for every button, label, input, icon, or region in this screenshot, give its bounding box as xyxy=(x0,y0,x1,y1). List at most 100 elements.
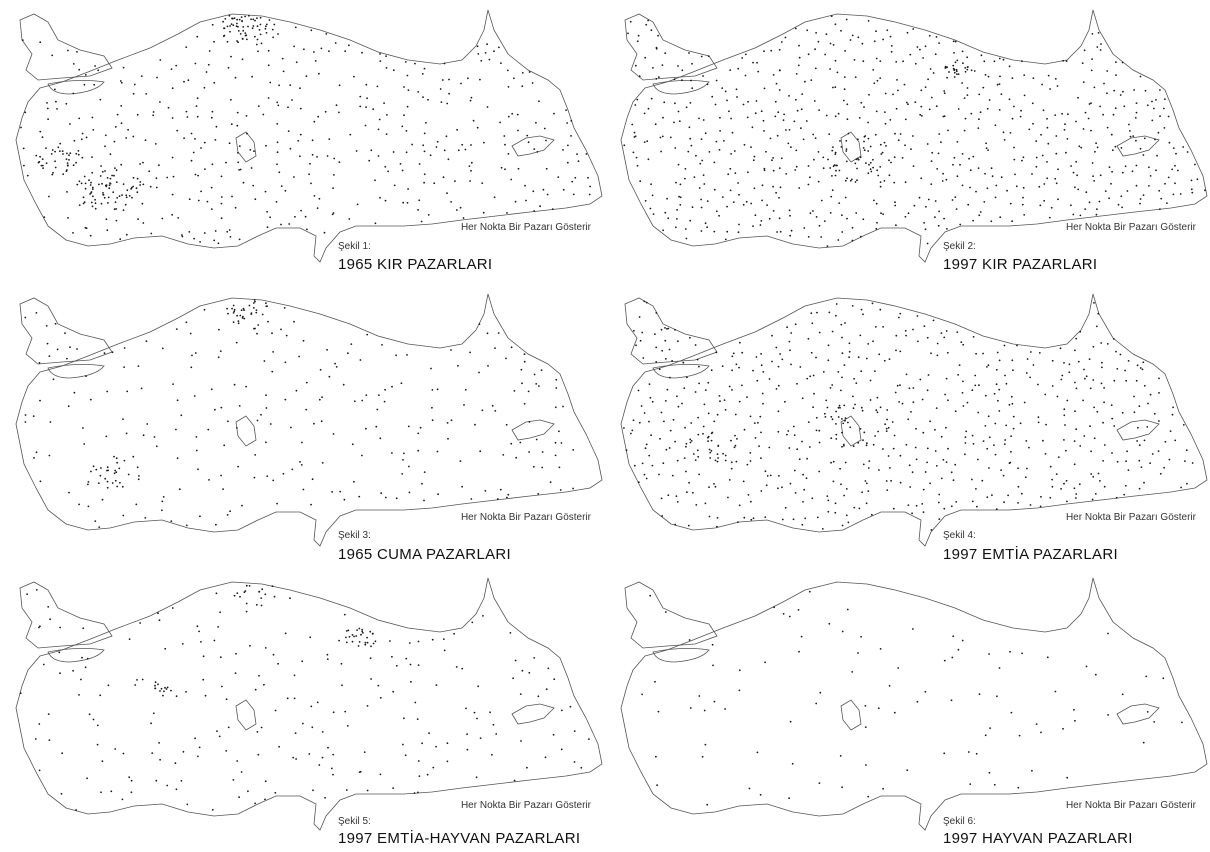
market-dot xyxy=(348,218,351,220)
market-dot xyxy=(413,792,416,794)
market-dot xyxy=(278,171,281,174)
market-dot xyxy=(983,201,986,203)
market-dot xyxy=(1171,168,1174,171)
market-dot xyxy=(957,648,960,651)
market-dot xyxy=(142,222,145,224)
market-dot xyxy=(261,313,264,316)
market-dot xyxy=(376,85,379,88)
market-dot xyxy=(874,326,877,328)
market-dot xyxy=(1140,466,1143,468)
market-dot xyxy=(366,705,369,707)
market-dot xyxy=(849,179,852,182)
market-dot xyxy=(229,510,232,513)
market-dot xyxy=(912,401,915,404)
market-dot xyxy=(318,398,321,401)
market-dot xyxy=(67,405,70,408)
market-dot xyxy=(1142,194,1145,197)
market-dot xyxy=(787,142,790,145)
market-dot xyxy=(770,49,773,52)
market-dot xyxy=(841,418,843,420)
market-dot xyxy=(115,471,118,474)
market-dot xyxy=(730,153,732,155)
lake-tuz-outline xyxy=(840,415,862,447)
market-dot xyxy=(1099,174,1102,177)
market-dot xyxy=(193,237,196,240)
market-dot xyxy=(713,700,716,703)
market-dot xyxy=(348,44,350,47)
market-dot xyxy=(977,127,980,129)
market-dot xyxy=(788,447,791,449)
market-dot xyxy=(798,56,801,59)
market-dot xyxy=(210,208,213,211)
market-dot xyxy=(768,378,771,380)
market-dot xyxy=(879,185,882,188)
market-dot xyxy=(535,121,537,124)
market-dot xyxy=(874,133,877,136)
market-dot xyxy=(64,332,66,334)
market-dot xyxy=(721,365,724,367)
market-dot xyxy=(38,160,41,163)
market-dot xyxy=(723,399,726,401)
market-dot xyxy=(115,181,118,184)
market-dot xyxy=(794,169,797,171)
market-dot xyxy=(335,104,338,107)
market-dot xyxy=(131,196,133,199)
market-dot xyxy=(326,348,328,351)
market-dot xyxy=(863,431,866,434)
market-dot xyxy=(827,158,829,161)
legend-note-1: Her Nokta Bir Pazarı Gösterir xyxy=(460,222,591,233)
market-dot xyxy=(100,467,102,469)
market-dot xyxy=(69,346,71,348)
market-dot xyxy=(470,498,473,500)
market-dot xyxy=(1133,89,1135,91)
market-dot xyxy=(370,678,372,680)
market-dot xyxy=(220,196,223,198)
market-dot xyxy=(202,655,205,658)
market-dot xyxy=(355,150,358,152)
market-dot xyxy=(301,660,304,663)
market-dot xyxy=(164,686,166,689)
market-dot xyxy=(735,363,738,366)
market-dot xyxy=(912,387,915,389)
market-dot xyxy=(1129,130,1131,132)
market-dot xyxy=(684,168,687,170)
market-dot xyxy=(234,672,237,674)
market-dot xyxy=(654,123,657,126)
market-dot xyxy=(676,501,679,503)
market-dot xyxy=(871,302,874,305)
market-dot xyxy=(331,491,333,493)
market-dot xyxy=(1038,352,1041,354)
market-dot xyxy=(1056,395,1059,398)
market-dot xyxy=(889,467,891,469)
market-dot xyxy=(1144,89,1147,92)
market-dot xyxy=(222,20,225,23)
market-dot xyxy=(718,149,721,151)
market-dot xyxy=(718,214,720,217)
market-dot xyxy=(300,209,302,212)
market-dot xyxy=(220,202,223,205)
market-dot xyxy=(1096,410,1099,413)
market-dot xyxy=(779,230,782,233)
market-dot xyxy=(305,408,308,411)
market-dot xyxy=(500,166,503,169)
market-dot xyxy=(683,457,686,459)
market-dot xyxy=(977,411,980,414)
market-dot xyxy=(966,87,969,89)
market-dot xyxy=(334,42,337,44)
sea-of-marmara-outline xyxy=(652,80,710,95)
market-dot xyxy=(264,190,267,193)
market-dot xyxy=(835,423,837,425)
market-dot xyxy=(844,50,846,52)
market-dot xyxy=(1137,426,1139,429)
market-dot xyxy=(650,183,652,186)
market-dot xyxy=(243,591,246,594)
market-dot xyxy=(545,167,548,170)
market-dot xyxy=(760,490,763,492)
market-dot xyxy=(912,28,915,30)
market-dot xyxy=(961,639,964,642)
market-dot xyxy=(106,229,109,232)
market-dot xyxy=(239,595,241,598)
market-dot xyxy=(400,382,403,385)
market-dot xyxy=(788,340,791,343)
market-dot xyxy=(194,737,197,740)
